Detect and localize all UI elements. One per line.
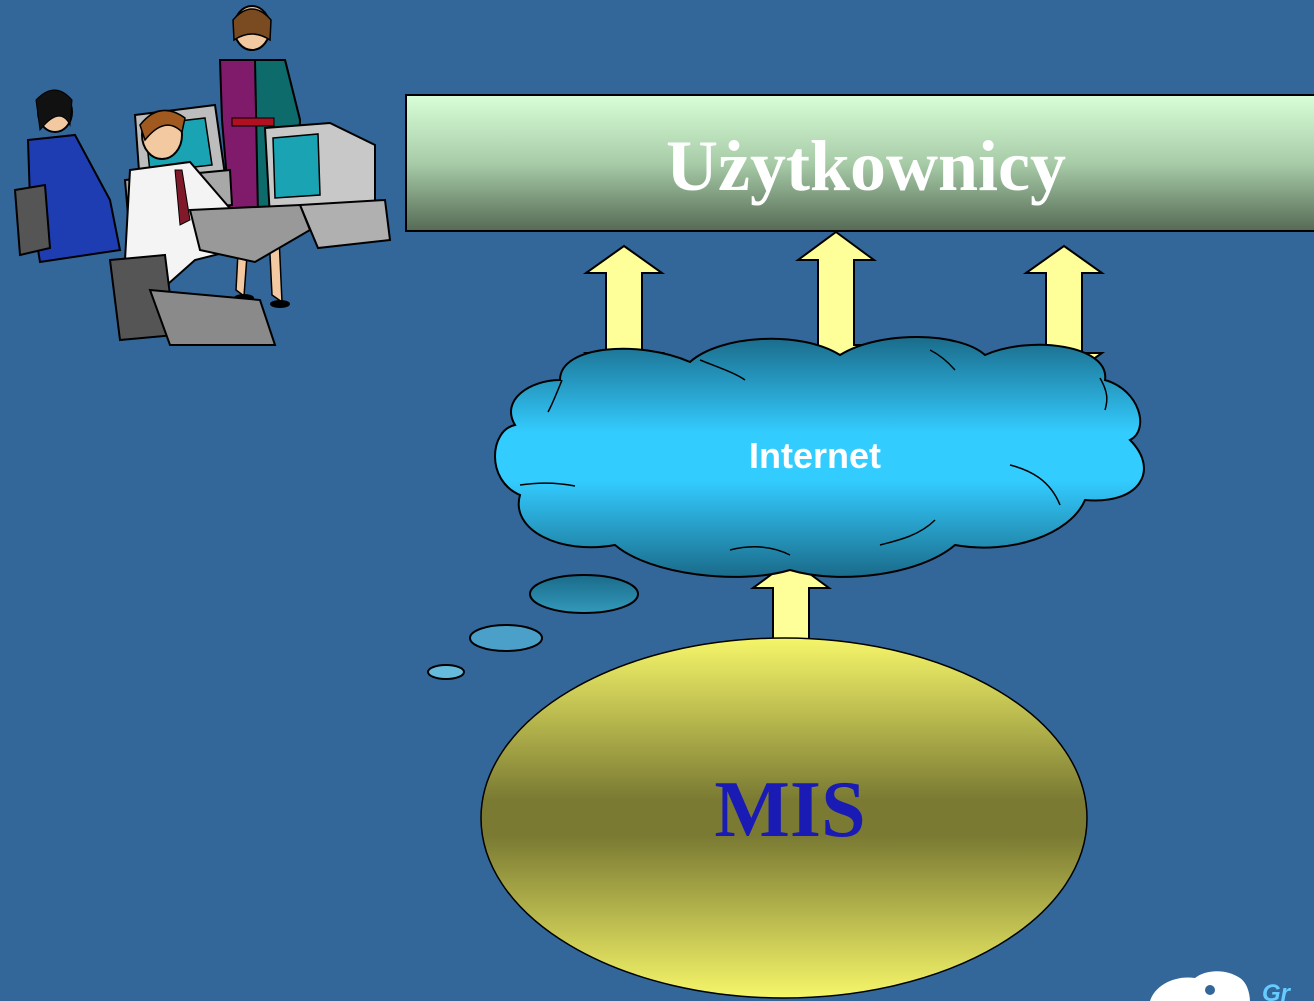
mis-ellipse: MIS xyxy=(480,637,1088,999)
seated-woman-figure xyxy=(13,89,122,264)
cloud-icon: Internet xyxy=(494,336,1145,578)
seated-man-figure xyxy=(108,109,277,346)
office-workers-clipart xyxy=(13,5,392,346)
thought-bubble-icon xyxy=(427,574,639,680)
users-box: Użytkownicy xyxy=(405,94,1314,232)
monitor-front xyxy=(263,121,392,250)
logo-icon: Gr xyxy=(1150,971,1292,1001)
users-label: Użytkownicy xyxy=(666,126,1066,206)
internet-label: Internet xyxy=(749,435,881,476)
mis-label: MIS xyxy=(714,766,865,854)
keyboard xyxy=(188,203,312,264)
logo-text: Gr xyxy=(1262,980,1292,1001)
